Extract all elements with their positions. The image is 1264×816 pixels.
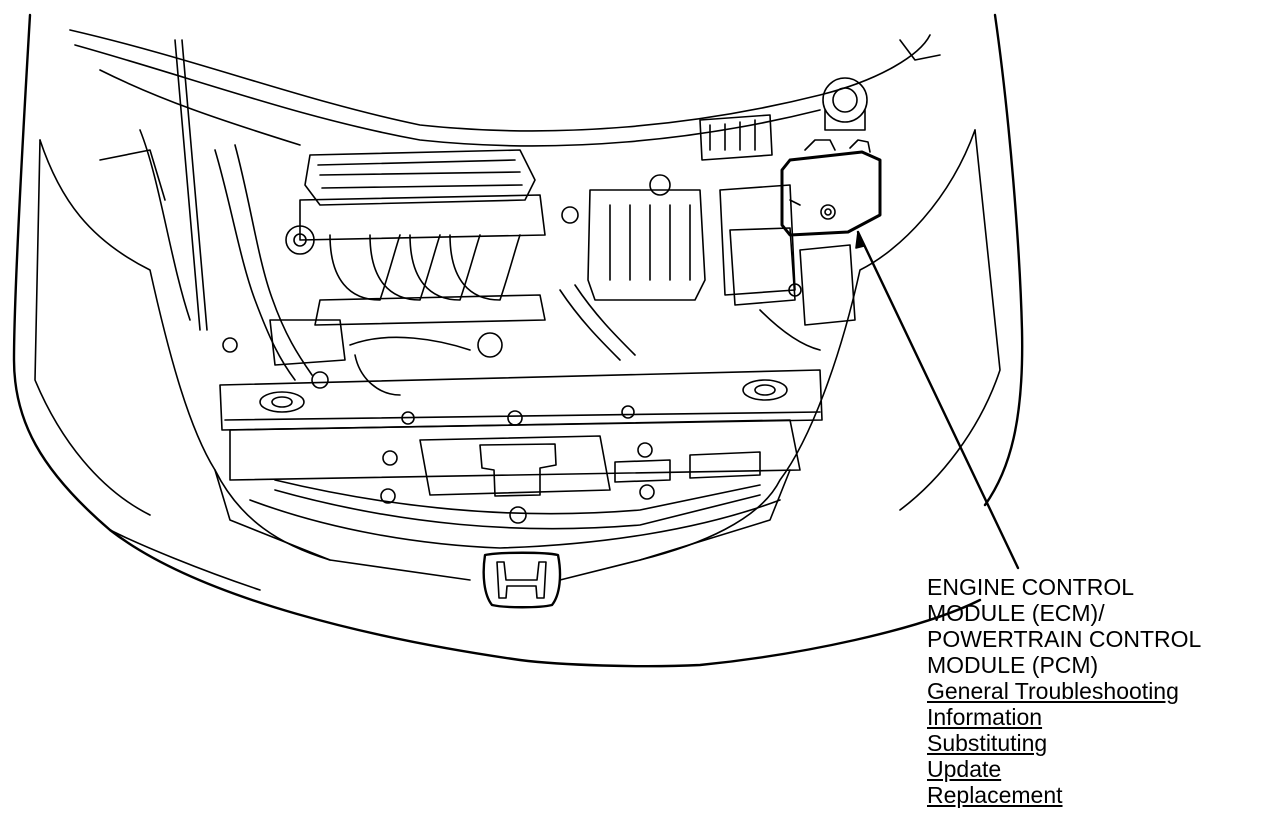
link-substituting[interactable]: Substituting (927, 730, 1048, 756)
link-information[interactable]: Information (927, 704, 1043, 730)
left-hoses (99, 129, 503, 396)
procedure-links: General Troubleshooting Information Subs… (927, 678, 1201, 808)
honda-emblem (482, 551, 562, 609)
body-outline (12, 13, 1024, 668)
callout-line-4: MODULE (PCM) (927, 652, 1099, 678)
front-bumper (229, 419, 801, 530)
link-update[interactable]: Update (927, 756, 1002, 782)
callout-line-3: POWERTRAIN CONTROL (927, 626, 1202, 652)
cowl-panel (69, 29, 941, 331)
callout-leader (855, 230, 1020, 570)
battery-area (719, 184, 856, 351)
component-callout: ENGINE CONTROL MODULE (ECM)/ POWERTRAIN … (927, 574, 1201, 808)
link-general-troubleshooting[interactable]: General Troubleshooting (927, 678, 1179, 704)
center-components (559, 114, 773, 361)
callout-line-1: ENGINE CONTROL (927, 574, 1135, 600)
callout-line-2: MODULE (ECM)/ (927, 600, 1105, 626)
valve-cover (299, 149, 546, 241)
link-replacement[interactable]: Replacement (927, 782, 1063, 808)
ecm-pcm-module (780, 139, 882, 237)
intake-manifold (285, 225, 546, 326)
